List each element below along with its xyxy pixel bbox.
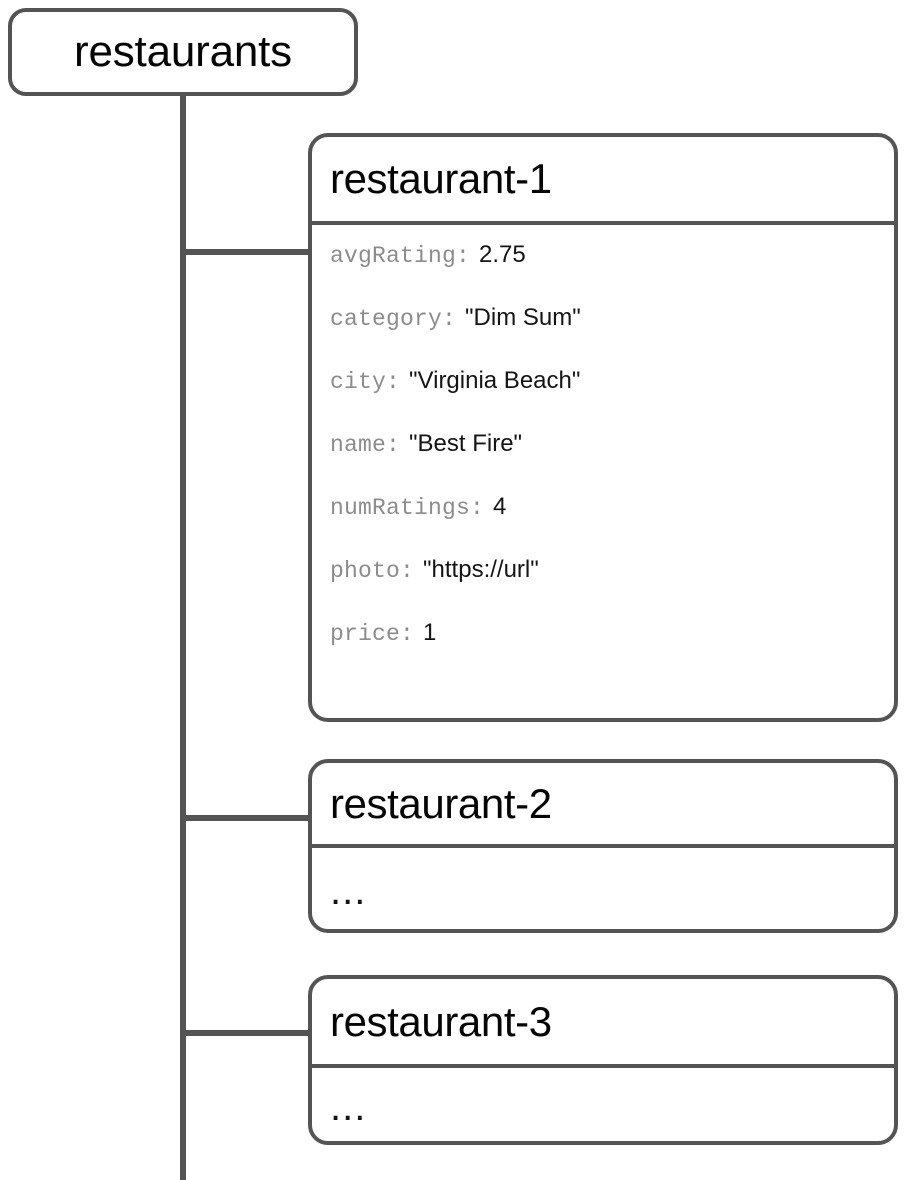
field-key: photo: xyxy=(330,558,415,584)
field-value: 1 xyxy=(423,619,437,646)
ellipsis-placeholder: ... xyxy=(330,1084,367,1129)
document-field-list: ... xyxy=(312,1068,894,1141)
field-key: category: xyxy=(330,306,457,332)
field-value: "Best Fire" xyxy=(409,430,523,457)
document-id-label: restaurant-3 xyxy=(330,997,552,1045)
document-card-header: restaurant-1 xyxy=(312,137,894,225)
field-row: avgRating: 2.75 xyxy=(330,241,894,304)
document-card-restaurant-2[interactable]: restaurant-2 ... xyxy=(308,759,898,933)
field-key: name: xyxy=(330,432,401,458)
document-id-label: restaurant-1 xyxy=(330,155,552,202)
document-card-restaurant-3[interactable]: restaurant-3 ... xyxy=(308,975,898,1145)
field-row: name: "Best Fire" xyxy=(330,430,894,493)
field-value: 2.75 xyxy=(479,241,526,268)
field-row: numRatings: 4 xyxy=(330,493,894,556)
field-value: "https://url" xyxy=(423,556,539,583)
collection-node-label: restaurants xyxy=(74,27,292,76)
ellipsis-placeholder: ... xyxy=(330,868,367,913)
field-row: city: "Virginia Beach" xyxy=(330,367,894,430)
field-row: price: 1 xyxy=(330,619,894,682)
document-field-list: ... xyxy=(312,848,894,929)
field-key: city: xyxy=(330,369,401,395)
field-value: "Virginia Beach" xyxy=(409,367,581,394)
document-card-header: restaurant-3 xyxy=(312,979,894,1068)
field-value: 4 xyxy=(493,493,507,520)
collection-node-restaurants[interactable]: restaurants xyxy=(8,8,358,96)
document-id-label: restaurant-2 xyxy=(330,779,552,827)
field-row: category: "Dim Sum" xyxy=(330,304,894,367)
document-field-list: avgRating: 2.75 category: "Dim Sum" city… xyxy=(312,225,894,682)
document-card-header: restaurant-2 xyxy=(312,763,894,848)
field-value: "Dim Sum" xyxy=(465,304,581,331)
field-row: photo: "https://url" xyxy=(330,556,894,619)
field-key: numRatings: xyxy=(330,495,485,521)
document-card-restaurant-1[interactable]: restaurant-1 avgRating: 2.75 category: "… xyxy=(308,133,898,722)
field-key: avgRating: xyxy=(330,243,471,269)
field-key: price: xyxy=(330,621,415,647)
